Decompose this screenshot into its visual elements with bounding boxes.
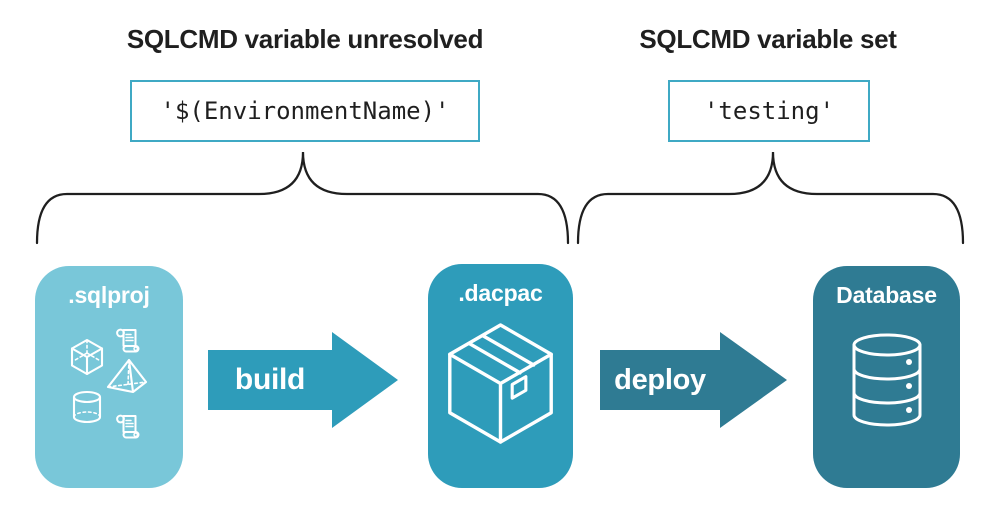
deploy-arrow <box>600 332 787 428</box>
scroll-icon <box>116 414 140 439</box>
sqlproj-label: .sqlproj <box>68 282 150 308</box>
cylinder-icon <box>72 390 102 424</box>
dacpac-card: .dacpac <box>428 264 573 488</box>
code-box-environment-name: '$(EnvironmentName)' <box>130 80 480 142</box>
pyramid-icon <box>106 358 148 394</box>
heading-variable-unresolved: SQLCMD variable unresolved <box>126 24 484 54</box>
build-arrow <box>208 332 398 428</box>
build-arrow-label: build <box>234 363 306 396</box>
cube-icon <box>70 338 104 376</box>
database-card: Database <box>813 266 960 488</box>
package-box-icon <box>448 323 553 444</box>
left-brace <box>35 151 570 245</box>
scroll-icon <box>116 328 140 353</box>
deploy-arrow-label: deploy <box>614 363 706 396</box>
sql-objects-icons <box>70 328 148 439</box>
heading-variable-set: SQLCMD variable set <box>639 24 897 54</box>
code-box-testing: 'testing' <box>668 80 870 142</box>
database-cylinder-icon <box>852 333 922 427</box>
sqlproj-card: .sqlproj <box>35 266 183 488</box>
dacpac-label: .dacpac <box>458 280 543 306</box>
database-label: Database <box>836 282 937 308</box>
right-brace <box>576 151 965 245</box>
